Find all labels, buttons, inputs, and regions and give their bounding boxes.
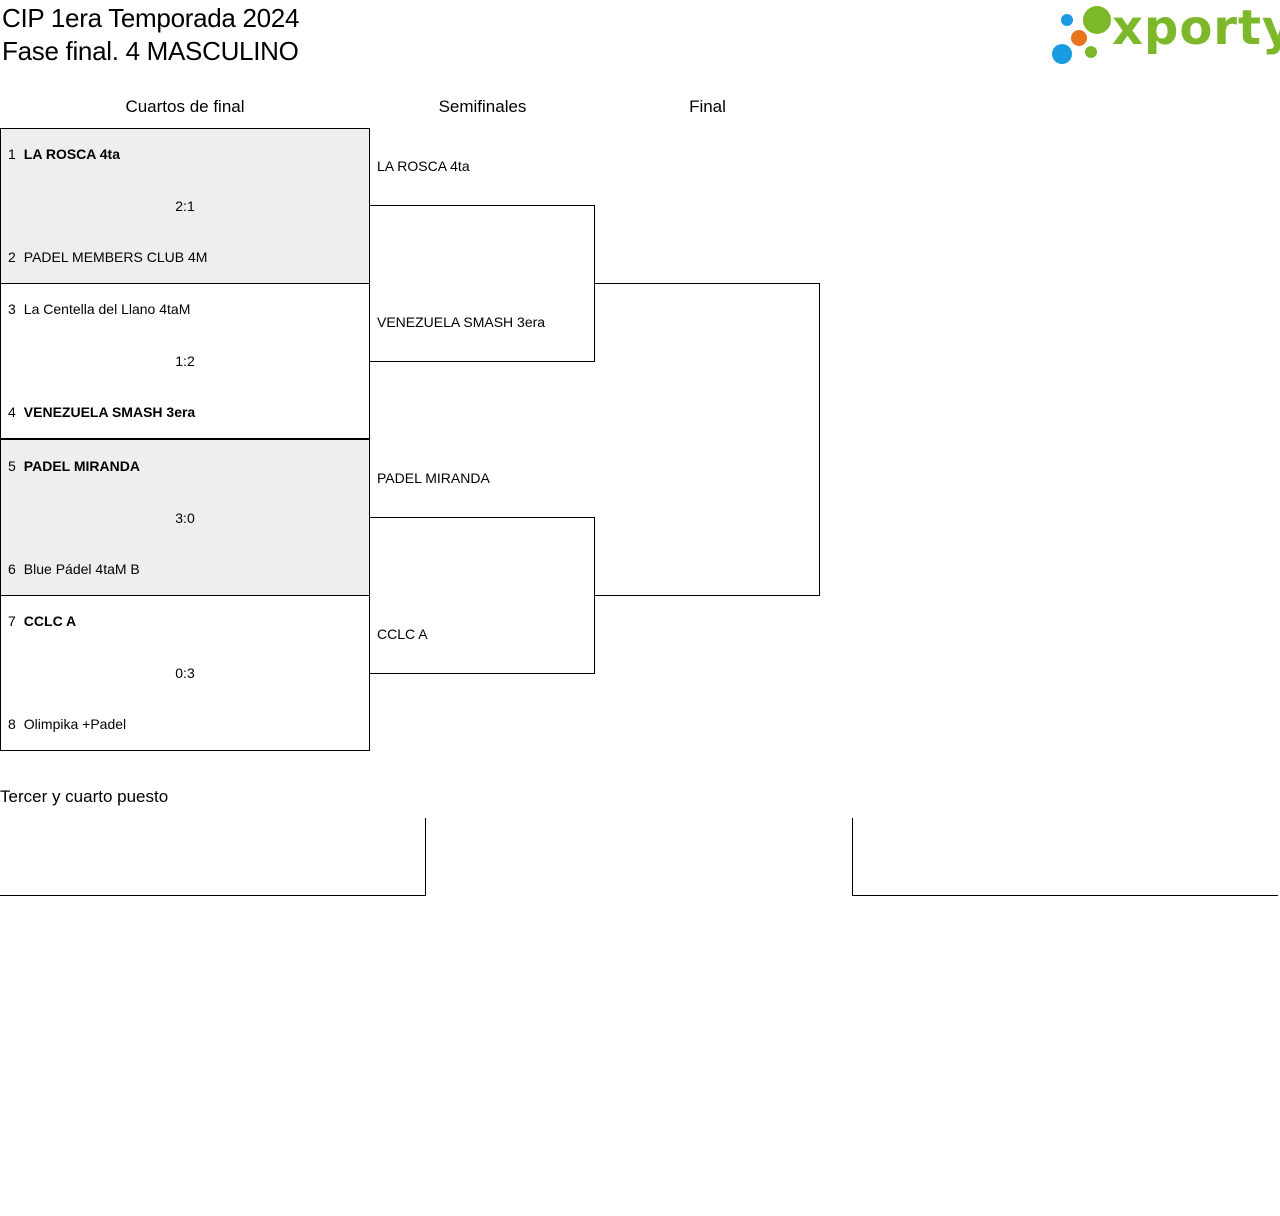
round-header-final: Final [689,97,726,116]
match-score: 1:2 [175,353,195,369]
quarterfinal-match-2[interactable]: 3 La Centella del Llano 4taM 1:2 4 VENEZUE… [0,283,370,439]
team-name: PADEL MEMBERS CLUB 4M [23,249,208,265]
team-seed: 7 [8,613,16,629]
team-name: VENEZUELA SMASH 3era [23,404,196,420]
team-row: 1 LA ROSCA 4ta [8,145,120,163]
team-row: 7 CCLC A [8,612,76,630]
team-seed: 1 [8,146,16,162]
tournament-title: CIP 1era Temporada 2024 [2,3,300,33]
xporty-logo[interactable]: xporty [1050,0,1280,66]
third-place-bracket-line [852,818,853,896]
semifinal-bracket-line [369,205,595,206]
round-header-quarterfinals: Cuartos de final [125,97,245,116]
third-place-bracket-line [0,895,426,896]
team-name: PADEL MIRANDA [23,458,140,474]
team-row: 6 Blue Pádel 4taM B [8,560,140,578]
semifinal-bracket-line [369,361,595,362]
quarterfinal-match-1[interactable]: 1 LA ROSCA 4ta 2:1 2 PADEL MEMBERS CLUB 4M [0,128,370,284]
semifinal-team-2: VENEZUELA SMASH 3era [377,314,546,330]
logo-dot-blue-small [1061,14,1073,26]
team-name: Olimpika +Padel [23,716,127,732]
quarterfinal-match-3[interactable]: 5 PADEL MIRANDA 3:0 6 Blue Pádel 4taM B [0,439,370,596]
logo-dot-blue-large [1052,44,1072,64]
team-name: CCLC A [23,613,77,629]
semifinal-team-3: PADEL MIRANDA [377,470,490,486]
final-bracket-line [819,283,820,596]
team-seed: 6 [8,561,16,577]
round-header-semifinals: Semifinales [438,97,527,116]
team-name: La Centella del Llano 4taM [23,301,191,317]
team-seed: 8 [8,716,16,732]
team-seed: 3 [8,301,16,317]
team-seed: 4 [8,404,16,420]
match-score: 0:3 [175,665,195,681]
team-name: LA ROSCA 4ta [23,146,120,162]
team-row: 3 La Centella del Llano 4taM [8,300,190,318]
team-row: 2 PADEL MEMBERS CLUB 4M [8,248,207,266]
third-place-bracket-line [852,895,1278,896]
logo-wordmark: xporty [1112,0,1280,56]
third-place-title: Tercer y cuarto puesto [0,787,169,806]
team-row: 8 Olimpika +Padel [8,715,126,733]
semifinal-bracket-line [369,673,595,674]
logo-dot-green-small [1085,46,1097,58]
semifinal-team-1: LA ROSCA 4ta [377,158,470,174]
semifinal-team-4: CCLC A [377,626,428,642]
logo-dot-green-large [1083,6,1111,34]
final-bracket-line [594,283,820,284]
quarterfinal-match-4[interactable]: 7 CCLC A 0:3 8 Olimpika +Padel [0,595,370,751]
match-score: 2:1 [175,198,195,214]
team-row: 5 PADEL MIRANDA [8,457,140,475]
semifinal-bracket-line [369,517,595,518]
team-seed: 2 [8,249,16,265]
team-name: Blue Pádel 4taM B [23,561,140,577]
logo-dot-orange [1071,30,1087,46]
phase-title: Fase final. 4 MASCULINO [2,36,299,66]
third-place-bracket-line [425,818,426,896]
match-score: 3:0 [175,510,195,526]
team-row: 4 VENEZUELA SMASH 3era [8,403,195,421]
team-seed: 5 [8,458,16,474]
final-bracket-line [594,595,820,596]
